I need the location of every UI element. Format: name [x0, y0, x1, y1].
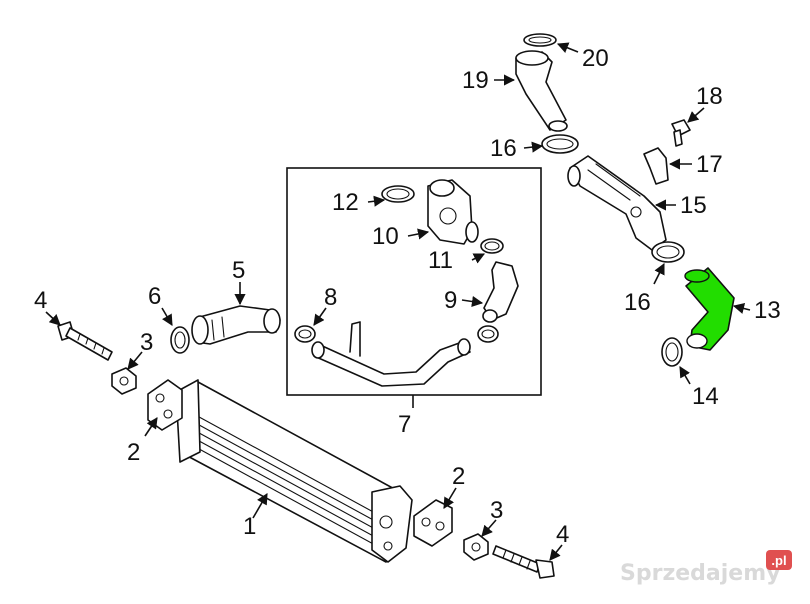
watermark-text: Sprzedajemy [620, 561, 781, 586]
nut-right [463, 533, 489, 561]
callout-20: 20 [582, 45, 609, 72]
leader-14 [679, 366, 691, 385]
clamp-16-upper [541, 134, 579, 154]
leader-20 [556, 42, 579, 53]
bolt-left [57, 321, 113, 361]
watermark-badge: .pl [771, 553, 786, 568]
callout-1: 1 [243, 513, 256, 540]
elbow-19 [515, 50, 568, 132]
leader-4a [45, 311, 61, 326]
leader-12 [367, 195, 386, 207]
leader-10 [407, 228, 430, 240]
fitting-17 [643, 147, 669, 185]
housing-10 [427, 179, 479, 245]
leader-13 [732, 303, 751, 314]
watermark: Sprzedajemy .pl [620, 550, 792, 586]
screw-18 [671, 119, 691, 147]
subassembly-frame [286, 167, 542, 396]
leader-9 [461, 295, 484, 308]
clamp-8 [294, 325, 316, 343]
callout-9: 9 [444, 287, 457, 314]
gasket-12 [381, 185, 415, 203]
leader-2b [443, 487, 457, 509]
charge-pipe [311, 321, 471, 387]
leader-18 [687, 107, 705, 123]
callout-5: 5 [232, 257, 245, 284]
watermark-badge-bg [766, 550, 792, 570]
leader-16a [523, 141, 544, 153]
hose-9 [482, 261, 519, 323]
callout-17: 17 [696, 151, 723, 178]
callout-3-left: 3 [140, 329, 153, 356]
leader-4b [549, 544, 563, 561]
callout-10: 10 [372, 223, 399, 250]
callout-4-left: 4 [34, 287, 47, 314]
callout-19: 19 [462, 67, 489, 94]
mount-bracket-right [413, 499, 453, 547]
clamp-9 [477, 325, 499, 343]
leader-6 [161, 307, 173, 326]
callout-16-lower: 16 [624, 289, 651, 316]
leader-8 [313, 307, 327, 326]
callout-12: 12 [332, 189, 359, 216]
callout-15: 15 [680, 192, 707, 219]
callout-13: 13 [754, 297, 781, 324]
intercooler-part [175, 379, 413, 563]
callout-7: 7 [398, 411, 411, 438]
callout-6: 6 [148, 283, 161, 310]
leader-16b [653, 262, 665, 285]
callout-18: 18 [696, 83, 723, 110]
callout-11: 11 [428, 247, 453, 274]
callout-4-right: 4 [556, 521, 569, 548]
hose-13-highlighted [684, 267, 735, 351]
leader-3a [127, 351, 143, 370]
callout-14: 14 [692, 383, 719, 410]
callout-3-right: 3 [490, 497, 503, 524]
callout-2-left: 2 [127, 439, 140, 466]
callout-2-right: 2 [452, 463, 465, 490]
bolt-right [492, 545, 555, 579]
leader-3b [481, 519, 497, 537]
leader-11 [471, 253, 486, 264]
callout-8: 8 [324, 284, 337, 311]
nut-left [111, 367, 137, 395]
callout-16-upper: 16 [490, 135, 517, 162]
gasket-20 [523, 33, 557, 47]
leader-1 [252, 493, 268, 519]
hose-5 [191, 305, 281, 345]
seal-ring-14 [661, 337, 683, 367]
seal-ring-6 [170, 326, 190, 354]
clamp-11 [480, 238, 504, 254]
leader-2a [144, 417, 158, 437]
clamp-16-lower [651, 241, 685, 263]
